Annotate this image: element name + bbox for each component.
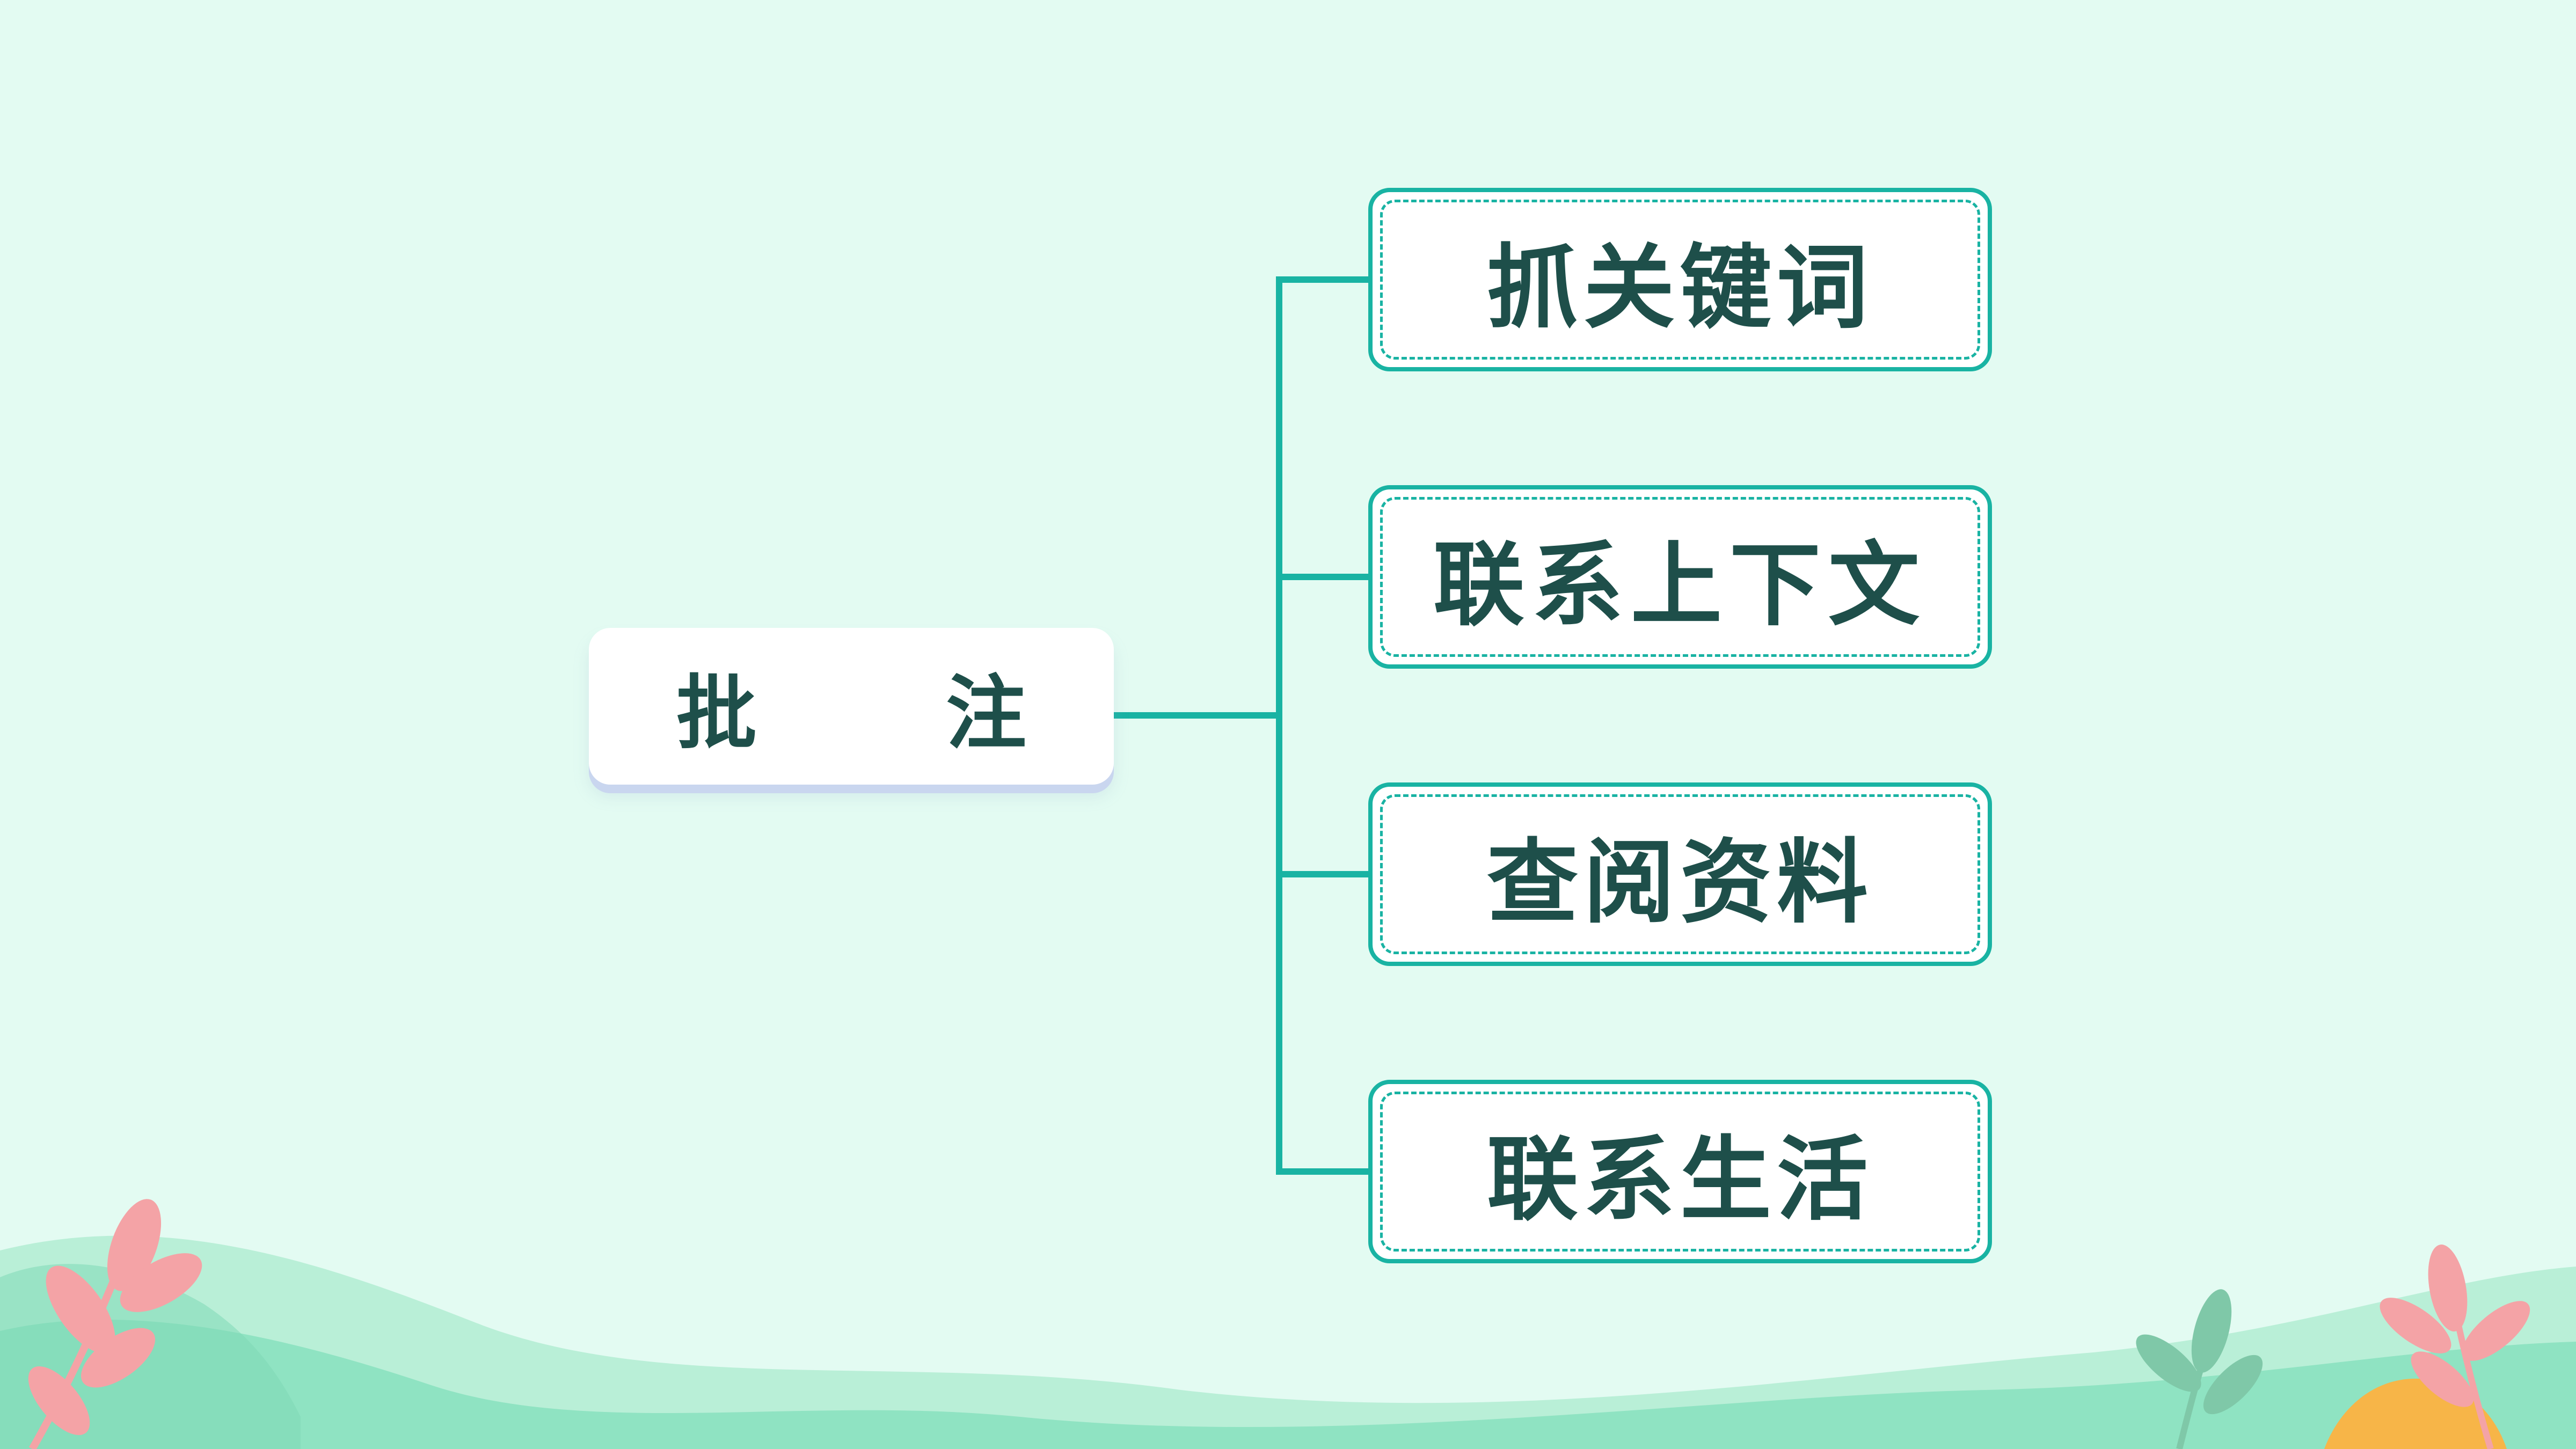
root-node: 批 注 [589,628,1114,785]
leaf-pink-2 [120,1253,202,1312]
branch-node-label: 联系上下文 [1433,531,1927,639]
branch-node-context: 联系上下文 [1368,485,1992,669]
branch-node-research: 查阅资料 [1368,782,1992,966]
leaf-green-2 [2136,1334,2201,1392]
branch-node-dashed-frame: 联系上下文 [1380,497,1980,657]
leaf-pink-r1 [2428,1245,2468,1331]
leaf-green-1 [2191,1289,2232,1373]
leaf-pink-r2 [2380,1298,2451,1353]
branch-node-label: 查阅资料 [1486,829,1873,936]
leaf-sprig-icon [28,1199,202,1449]
leaf-pink-3 [46,1265,115,1353]
branch-node-dashed-frame: 联系生活 [1380,1092,1980,1252]
leaf-pink-5 [28,1366,90,1436]
branch-node-life: 联系生活 [1368,1080,1992,1263]
hill-front [0,1320,2576,1449]
connector-lines [1111,276,1371,1175]
leaf-pink-r4 [2411,1351,2474,1407]
leaf-green-3 [2203,1355,2263,1415]
leaf-sprig-icon [2136,1245,2530,1449]
branch-node-dashed-frame: 查阅资料 [1380,794,1980,954]
branch-node-label: 联系生活 [1486,1126,1873,1233]
branch-node-dashed-frame: 抓关键词 [1380,200,1980,360]
branch-node-keywords: 抓关键词 [1368,188,1992,371]
leaf-pink-r3 [2462,1301,2530,1361]
branch-node-label: 抓关键词 [1486,234,1873,341]
leaf-pink-4 [81,1328,156,1388]
root-node-label: 批 注 [676,665,1107,760]
